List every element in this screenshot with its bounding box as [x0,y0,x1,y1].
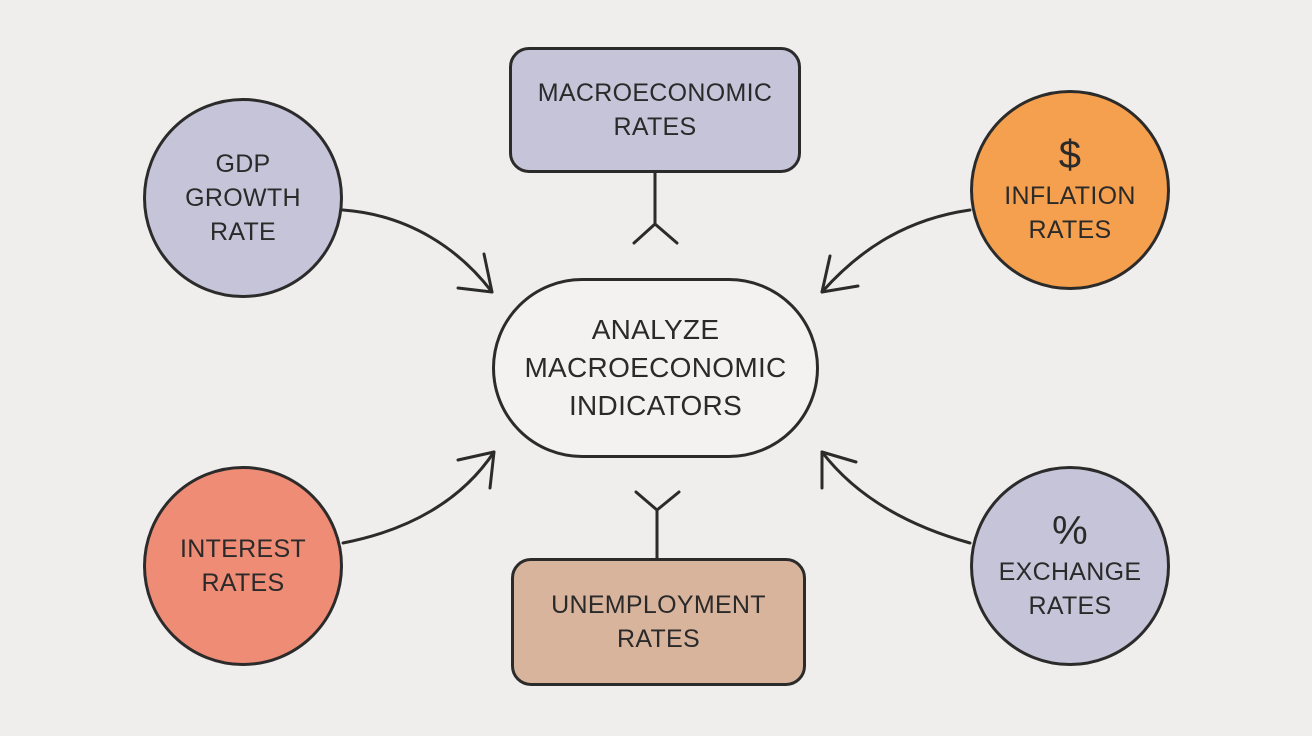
dollar-sign-icon: $ [1058,133,1082,177]
unemployment-rates-node: UNEMPLOYMENT RATES [511,558,806,686]
macroeconomic-rates-line-1: MACROECONOMIC [537,79,773,107]
unemployment-line-1: UNEMPLOYMENT [551,591,766,619]
inflation-line-1: INFLATION [1004,182,1136,210]
arrowhead-inflation [820,254,860,294]
gdp-line-2: GROWTH [185,184,301,212]
exchange-line-2: RATES [1028,592,1112,620]
arrow-interest-to-center [341,450,496,545]
center-line-1: ANALYZE [591,314,720,345]
arrowhead-interest [456,450,496,490]
gdp-line-3: RATE [209,218,277,246]
gdp-line-1: GDP [215,150,271,178]
interest-line-2: RATES [201,569,285,597]
analyze-indicators-node: ANALYZE MACROECONOMIC INDICATORS [492,278,819,458]
unemployment-line-2: RATES [617,625,700,653]
connector-macro-fork [632,222,679,245]
center-line-3: INDICATORS [568,390,743,421]
arrow-inflation-to-center [820,208,972,294]
exchange-line-1: EXCHANGE [998,558,1142,586]
arrow-gdp-to-center [341,208,494,294]
interest-rates-node: INTEREST RATES [143,466,343,666]
inflation-line-2: RATES [1028,216,1112,244]
macroeconomic-rates-line-2: RATES [613,113,697,141]
percent-icon: % [1052,509,1088,553]
connector-unemployment-fork [634,490,681,512]
macroeconomic-rates-node: MACROECONOMIC RATES [509,47,801,173]
gdp-growth-rate-node: GDP GROWTH RATE [143,98,343,298]
interest-line-1: INTEREST [179,535,307,563]
inflation-rates-node: $ INFLATION RATES [970,90,1170,290]
arrow-exchange-to-center [820,450,972,545]
center-line-2: MACROECONOMIC [524,352,787,383]
arrowhead-gdp [456,252,494,294]
arrowhead-exchange [820,450,858,490]
exchange-rates-node: % EXCHANGE RATES [970,466,1170,666]
